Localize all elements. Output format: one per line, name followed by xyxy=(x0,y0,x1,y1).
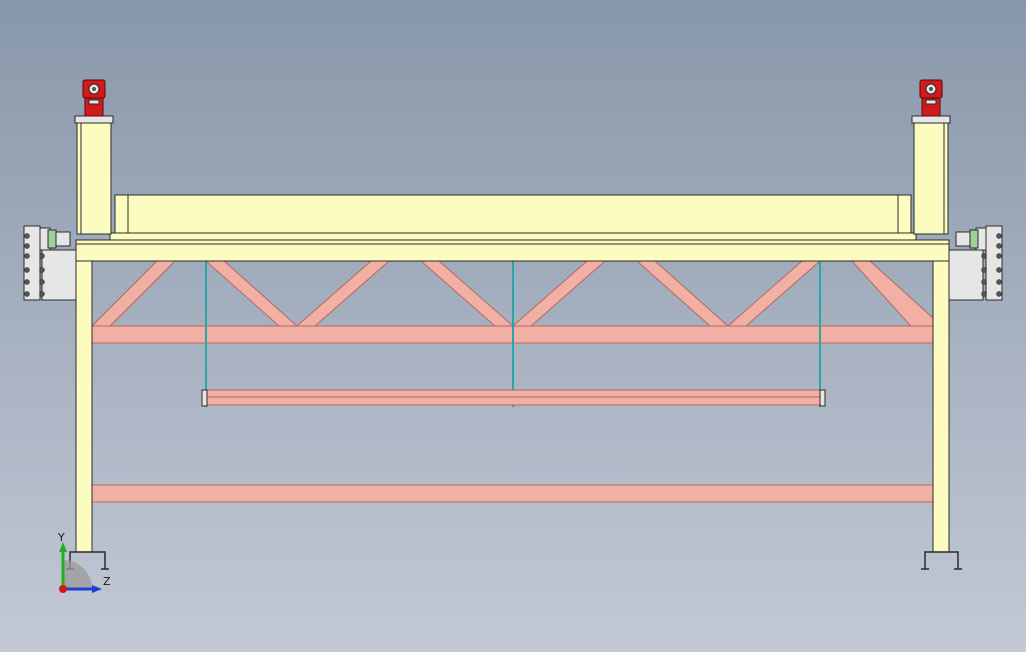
truss-diagonal xyxy=(635,260,730,327)
right-column xyxy=(932,249,950,553)
right-lift-post xyxy=(911,79,951,235)
left-column xyxy=(75,249,93,553)
left-foot xyxy=(69,551,106,569)
y-axis-label: Y xyxy=(58,531,65,544)
upper-box-beam xyxy=(114,194,912,236)
z-axis-label: Z xyxy=(103,575,111,588)
right-foot xyxy=(924,551,959,569)
bottom-crossbar xyxy=(91,484,934,503)
post-cap-plate xyxy=(74,115,114,124)
post-cap-plate xyxy=(911,115,951,124)
right-bearing-assembly xyxy=(948,225,1003,301)
truss-diagonal xyxy=(295,260,391,327)
left-bearing-assembly xyxy=(23,225,77,301)
truss-diagonal xyxy=(850,260,934,335)
top-beam xyxy=(75,239,950,262)
truss-diagonal xyxy=(90,260,177,327)
hanging-roller-assembly xyxy=(201,261,826,407)
left-lift-post xyxy=(74,79,114,235)
left-motor-housing xyxy=(84,95,104,117)
truss-diagonal xyxy=(419,260,515,327)
coordinate-triad-icon xyxy=(59,542,102,593)
truss-diagonal xyxy=(511,260,607,327)
truss-diagonal xyxy=(204,260,299,327)
beam-base-plate xyxy=(109,232,917,241)
roller-end-cap xyxy=(201,389,208,407)
truss-diagonal xyxy=(726,260,822,327)
right-motor-housing xyxy=(921,95,941,117)
roller-end-cap xyxy=(819,389,826,407)
